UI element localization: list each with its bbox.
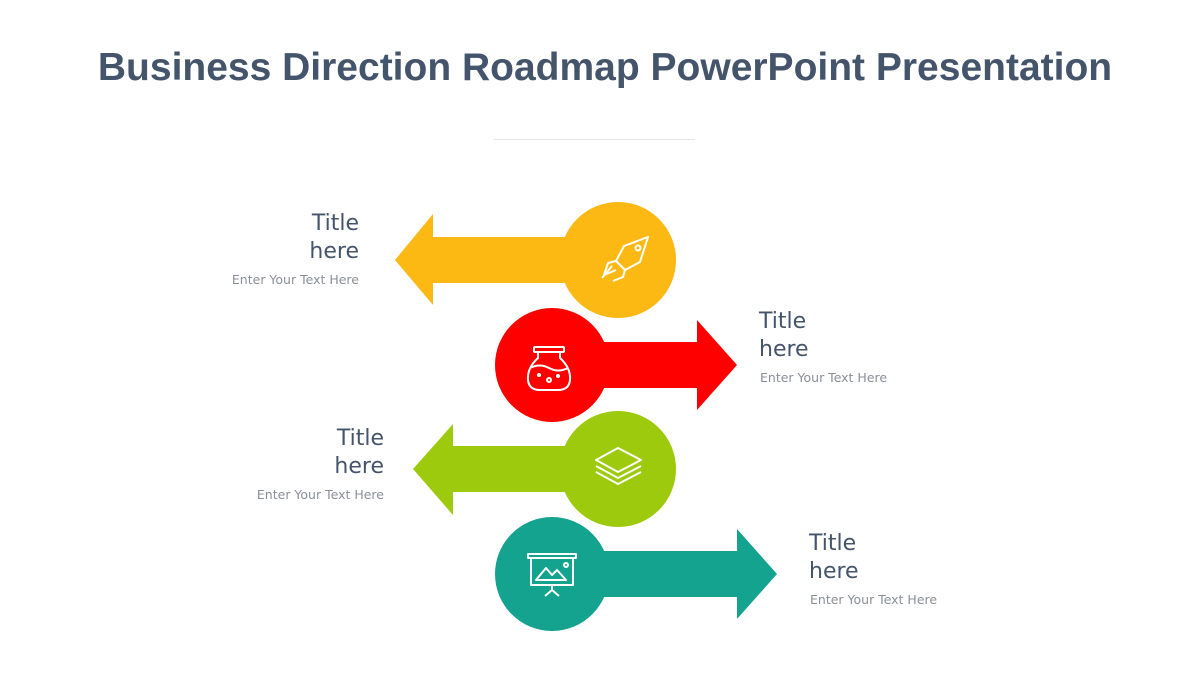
step-1-text: Enter Your Text Here xyxy=(231,272,359,287)
step-3-text: Enter Your Text Here xyxy=(256,487,384,502)
step-4-title: Title here xyxy=(809,531,859,584)
rocket-icon xyxy=(601,236,649,282)
flask-icon xyxy=(526,346,572,391)
step-3-arrow xyxy=(413,411,676,527)
step-2-text: Enter Your Text Here xyxy=(760,370,888,385)
step-4-arrow xyxy=(495,517,777,631)
step-3-title: Title here xyxy=(334,426,384,479)
step-1-arrow xyxy=(395,202,676,318)
step-4-text: Enter Your Text Here xyxy=(810,592,938,607)
title-divider xyxy=(494,139,695,140)
page-title: Business Direction Roadmap PowerPoint Pr… xyxy=(97,46,1113,89)
step-1-title: Title here xyxy=(309,211,359,264)
presentation-board-icon xyxy=(527,553,577,597)
step-2-arrow xyxy=(495,308,737,422)
step-2-title: Title here xyxy=(759,309,809,362)
layers-icon xyxy=(595,447,642,485)
